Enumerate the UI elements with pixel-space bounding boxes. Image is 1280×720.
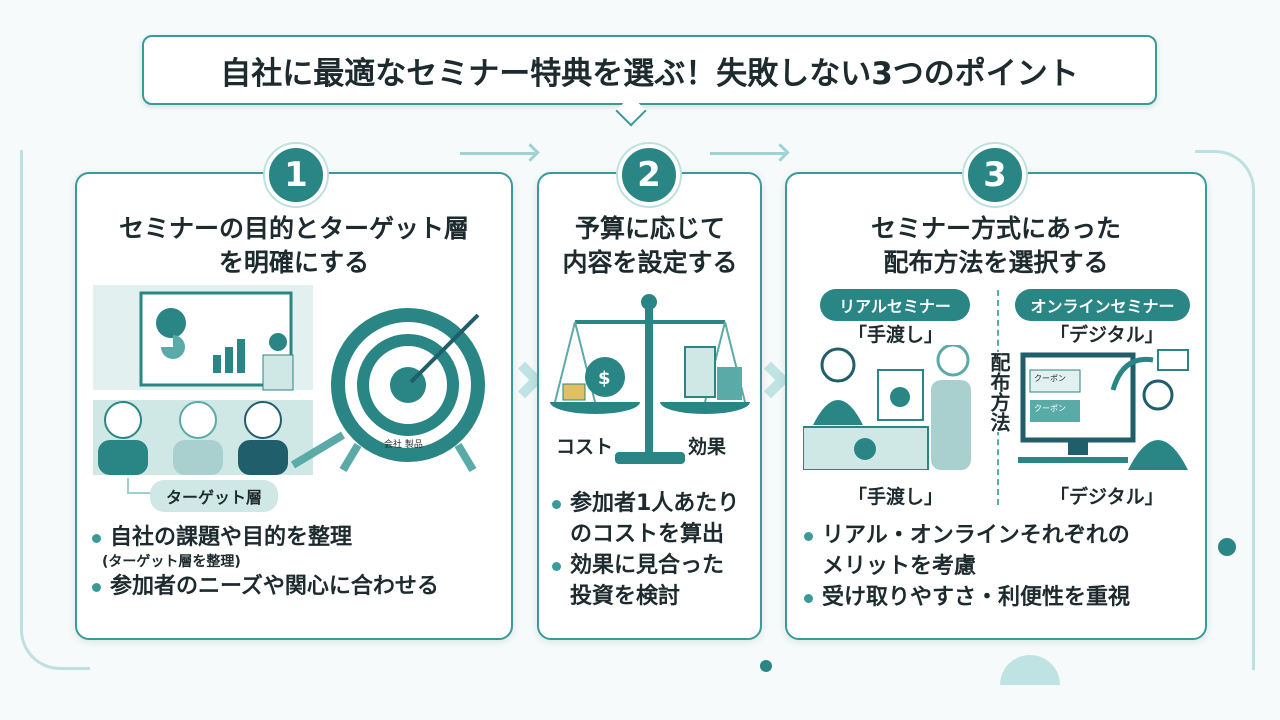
bullet-note: (ターゲット層を整理) [102,554,241,570]
bullet-item: 参加者のニーズや関心に合わせる [88,571,439,602]
flow-arrow-icon [710,152,785,155]
bullet-item: 受け取りやすさ・利便性を重視 [800,582,1130,613]
seminar-illustration [93,285,485,475]
distribution-method-label: 配布方法 [985,352,1011,432]
decorative-line [20,150,90,670]
real-seminar-pill: リアルセミナー [820,289,970,321]
tag-connector [127,478,151,494]
bullet-text: リアル・オンラインそれぞれの [822,523,1130,548]
online-seminar-pill: オンラインセミナー [1015,289,1190,321]
real-label-bottom: 「手渡し」 [848,486,944,508]
point-2-bullets: 参加者1人あたりのコストを算出 効果に見合った投資を検討 [548,488,739,612]
real-label-top: 「手渡し」 [848,324,944,346]
handover-illustration [803,345,971,470]
decorative-line [1195,150,1255,670]
heading-line: 内容を設定する [562,248,738,277]
point-1-heading: セミナーの目的とターゲット層 を明確にする [80,212,508,280]
online-label-top: 「デジタル」 [1050,324,1164,346]
bullet-item: リアル・オンラインそれぞれのメリットを考慮 [800,520,1130,582]
heading-line: セミナーの目的とターゲット層 [118,214,469,243]
flow-arrow-icon [460,152,535,155]
bullet-item: 効果に見合った投資を検討 [548,550,739,612]
page-title: 自社に最適なセミナー特典を選ぶ！失敗しない3つのポイント [142,35,1157,105]
point-3-heading: セミナー方式にあった 配布方法を選択する [790,212,1202,280]
heading-line: セミナー方式にあった [870,214,1121,243]
point-1-number: 1 [265,144,327,206]
effect-label: 効果 [688,436,727,458]
svg-text:$: $ [598,368,611,389]
decorative-dot [1218,538,1236,556]
point-1-bullets: 自社の課題や目的を整理 (ターゲット層を整理) 参加者のニーズや関心に合わせる [88,522,439,602]
decorative-dot [1000,655,1060,685]
balance-scale-illustration: $ [550,294,750,464]
heading-line: 配布方法を選択する [883,248,1109,277]
bullet-text: 投資を検討 [570,584,681,609]
online-label-bottom: 「デジタル」 [1050,486,1164,508]
target-audience-tag: ターゲット層 [150,480,279,512]
heading-line: を明確にする [218,248,370,277]
bullet-text: 自社の課題や目的を整理 [110,525,353,550]
coupon-label: クーポン [1034,374,1066,383]
digital-coupon-illustration [1018,349,1189,470]
heading-line: 予算に応じて [574,214,725,243]
bullet-text: メリットを考慮 [822,554,977,579]
target-label: 会社 製品 [384,440,423,450]
bullet-text: 参加者1人あたり [570,491,740,516]
bullet-item: 自社の課題や目的を整理 (ターゲット層を整理) [88,522,439,571]
point-2-heading: 予算に応じて 内容を設定する [540,212,760,280]
cost-label: コスト [556,436,614,458]
point-3-number: 3 [964,144,1026,206]
bullet-item: 参加者1人あたりのコストを算出 [548,488,739,550]
bullet-text: のコストを算出 [570,522,725,547]
bullet-text: 効果に見合った [570,553,725,578]
coupon-label: クーポン [1034,404,1066,413]
decorative-dot [760,660,772,672]
point-3-bullets: リアル・オンラインそれぞれのメリットを考慮 受け取りやすさ・利便性を重視 [800,520,1130,613]
point-2-number: 2 [618,144,680,206]
